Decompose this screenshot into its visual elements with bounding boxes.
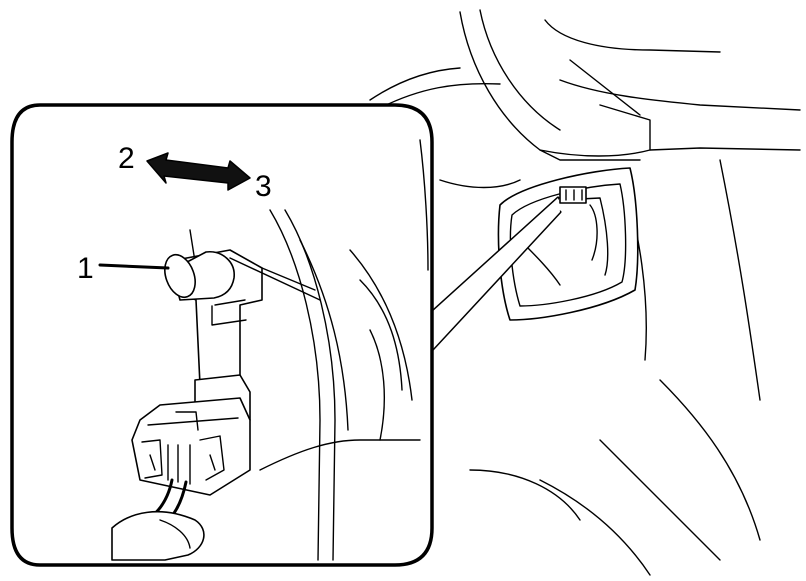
callout-3-label: 3 xyxy=(255,170,272,203)
callout-1-label: 1 xyxy=(77,252,94,285)
detail-inset: 2 3 1 xyxy=(10,103,434,567)
double-headed-arrow-icon xyxy=(146,152,251,191)
callout-2-label: 2 xyxy=(118,142,135,175)
part-1-knob xyxy=(164,251,235,301)
dlc-connector xyxy=(111,374,251,561)
magnifier-pointer xyxy=(430,196,562,352)
callout-1-leader xyxy=(98,263,170,270)
background-interior xyxy=(369,9,801,576)
